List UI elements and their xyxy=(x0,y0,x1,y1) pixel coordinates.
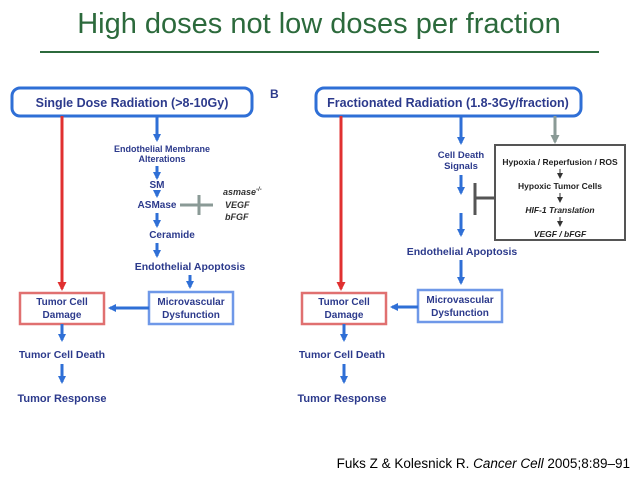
citation-journal: Cancer Cell xyxy=(473,456,544,471)
membrane-line1: Endothelial Membrane xyxy=(114,144,210,154)
tumor-damage-a-1: Tumor Cell xyxy=(36,297,88,308)
micro-a-2: Dysfunction xyxy=(162,310,220,321)
hypoxia-3: HIF-1 Translation xyxy=(525,205,594,215)
tumor-damage-b-1: Tumor Cell xyxy=(318,297,370,308)
panel-b-label: B xyxy=(270,87,279,101)
single-dose-label: Single Dose Radiation (>8-10Gy) xyxy=(36,96,229,110)
panel-a: Single Dose Radiation (>8-10Gy) Endothel… xyxy=(10,86,262,405)
death-b: Tumor Cell Death xyxy=(299,349,385,361)
asmase-label: ASMase xyxy=(138,200,177,211)
apoptosis-b: Endothelial Apoptosis xyxy=(407,246,518,258)
micro-b-1: Microvascular xyxy=(426,295,493,306)
response-b: Tumor Response xyxy=(297,393,386,405)
inhibitor-asmase: asmase-/- xyxy=(223,187,262,197)
fractionated-box xyxy=(314,86,583,118)
signals-line1: Cell Death xyxy=(438,150,485,161)
tumor-damage-box-a xyxy=(18,291,106,326)
panel-b: B Fractionated Radiation (1.8-3Gy/fracti… xyxy=(270,86,626,405)
citation-volume: 2005;8:89–91 xyxy=(543,456,630,471)
tumor-damage-a-2: Damage xyxy=(43,310,82,321)
micro-box-b xyxy=(416,288,504,324)
apoptosis-a: Endothelial Apoptosis xyxy=(135,261,246,273)
citation-authors: Fuks Z & Kolesnick R. xyxy=(336,456,474,471)
response-a: Tumor Response xyxy=(17,393,106,405)
title-underline xyxy=(40,51,599,53)
ceramide-label: Ceramide xyxy=(149,230,195,241)
death-a: Tumor Cell Death xyxy=(19,349,105,361)
micro-a-1: Microvascular xyxy=(157,297,224,308)
fractionated-label: Fractionated Radiation (1.8-3Gy/fraction… xyxy=(327,96,569,110)
slide-title: High doses not low doses per fraction xyxy=(77,8,561,40)
tumor-damage-b-2: Damage xyxy=(325,310,364,321)
membrane-line2: Alterations xyxy=(138,154,185,164)
hypoxia-2: Hypoxic Tumor Cells xyxy=(518,181,602,191)
inhibitor-bfgf: bFGF xyxy=(225,212,249,222)
hypoxia-1: Hypoxia / Reperfusion / ROS xyxy=(502,157,618,167)
sm-label: SM xyxy=(150,180,165,191)
single-dose-box xyxy=(10,86,254,118)
citation: Fuks Z & Kolesnick R. Cancer Cell 2005;8… xyxy=(337,456,630,471)
micro-b-2: Dysfunction xyxy=(431,308,489,319)
hypoxia-4: VEGF / bFGF xyxy=(534,229,587,239)
signals-line2: Signals xyxy=(444,161,478,172)
inhibitor-vegf: VEGF xyxy=(225,200,250,210)
